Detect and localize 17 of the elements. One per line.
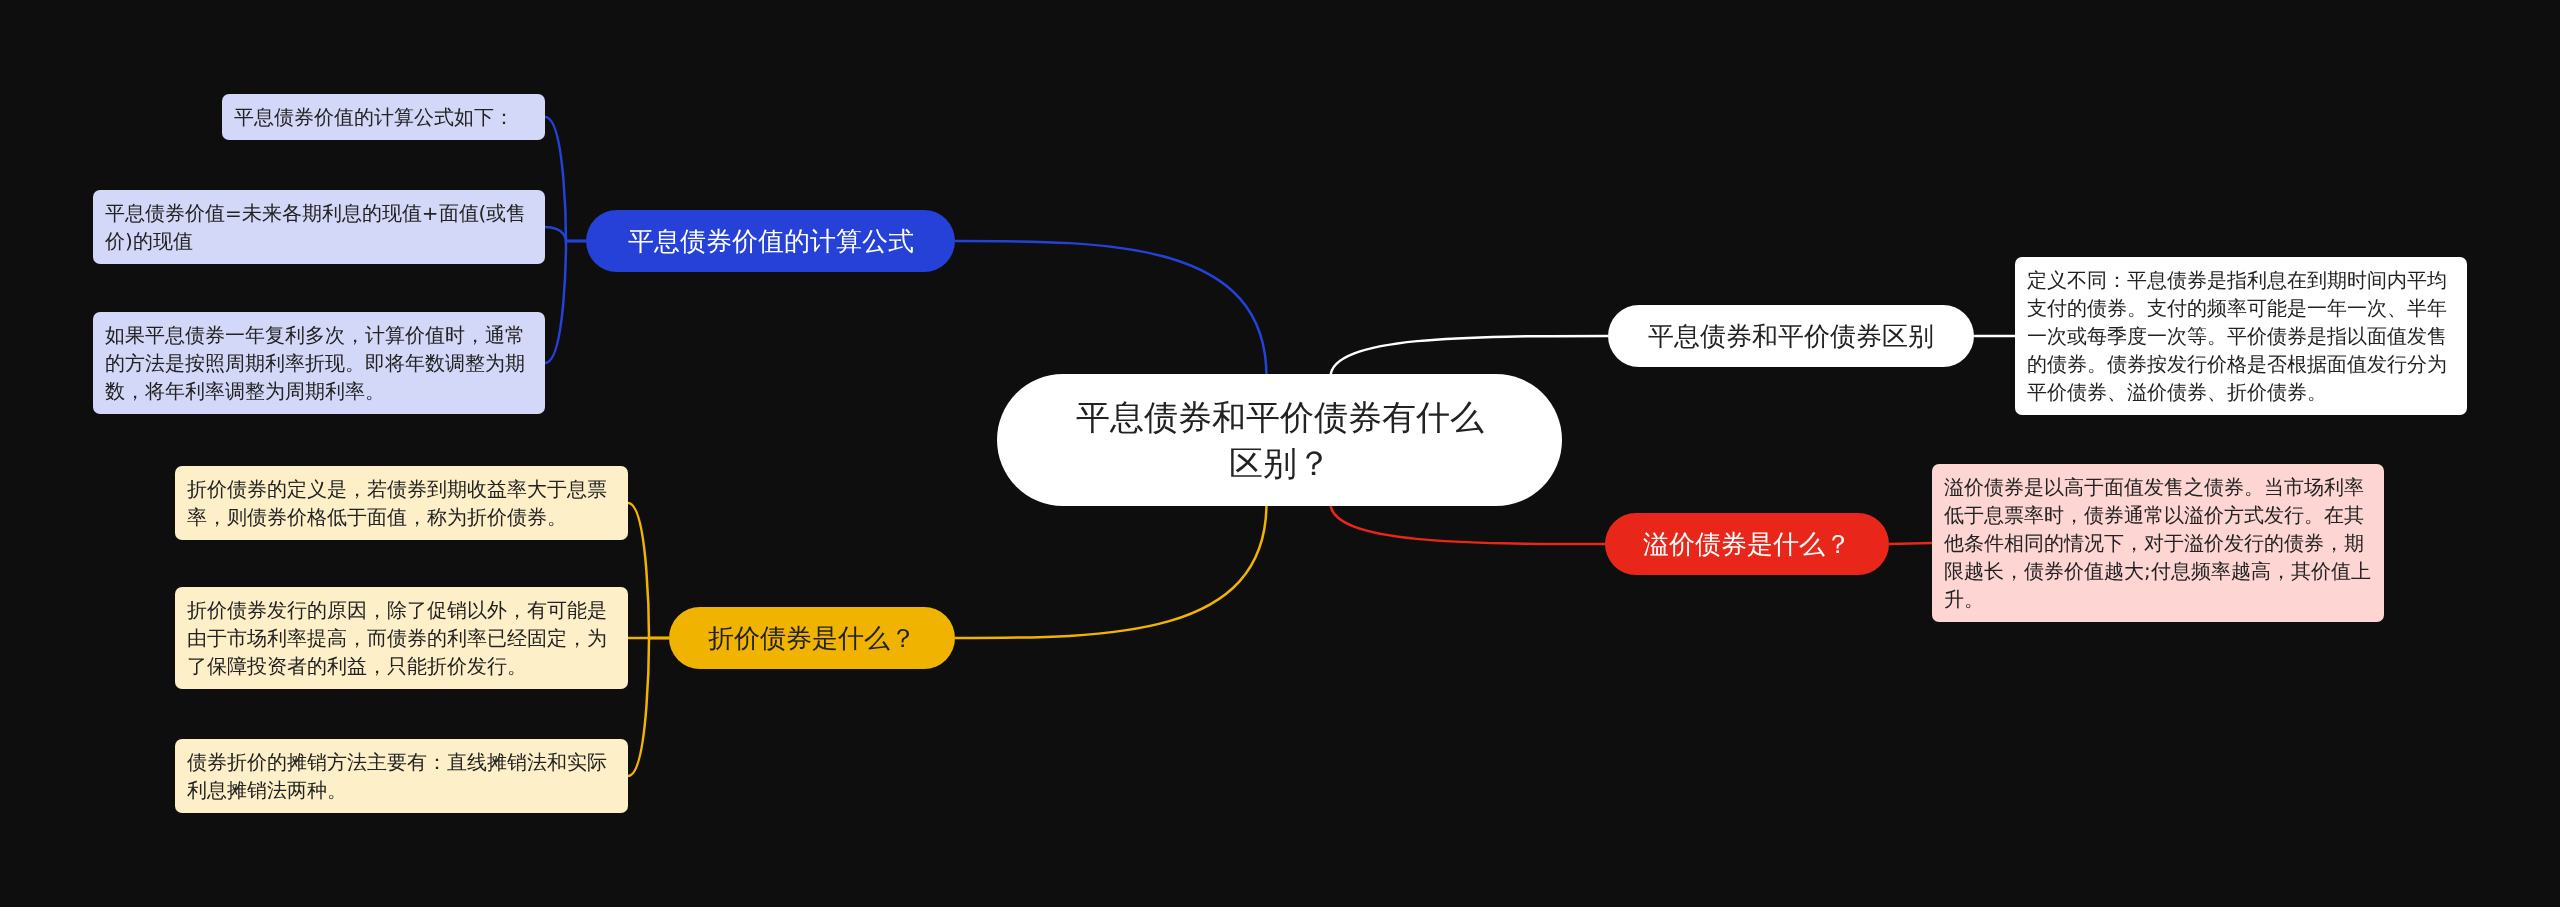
note-box: 溢价债券是以高于面值发售之债券。当市场利率低于息票率时，债券通常以溢价方式发行。在其他条件相同的情况下，对于溢价发行的债券，期限越长，债券价值越大;付息频率越高，其价值上升。 bbox=[1932, 464, 2384, 622]
branch-bubble: 折价债券是什么？ bbox=[669, 607, 955, 669]
note-box: 定义不同：平息债券是指利息在到期时间内平均支付的债券。支付的频率可能是一年一次、半年一次或每季度一次等。平价债券是指以面值发售的债券。债券按发行价格是否根据面值发行分为平价债券、溢价债券、折价债券。 bbox=[2015, 257, 2467, 415]
connector-line bbox=[627, 636, 669, 778]
connector-line bbox=[1974, 334, 2015, 338]
note-box: 折价债券发行的原因，除了促销以外，有可能是由于市场利率提高，而债券的利率已经固定，为了保障投资者的利益，只能折价发行。 bbox=[175, 587, 628, 689]
note-box: 折价债券的定义是，若债券到期收益率大于息票率，则债券价格低于面值，称为折价债券。 bbox=[175, 466, 628, 540]
connector-line bbox=[1888, 541, 1933, 546]
connector-line bbox=[544, 239, 586, 365]
branch-bubble: 溢价债券是什么？ bbox=[1605, 513, 1889, 575]
note-box: 债券折价的摊销方法主要有：直线摊销法和实际利息摊销法两种。 bbox=[175, 739, 628, 813]
branch-bubble: 平息债券和平价债券区别 bbox=[1608, 305, 1974, 367]
note-box: 平息债券价值=未来各期利息的现值+面值(或售价)的现值 bbox=[93, 190, 545, 264]
note-box: 平息债券价值的计算公式如下： bbox=[222, 94, 545, 140]
note-box: 如果平息债券一年复利多次，计算价值时，通常的方法是按照周期利率折现。即将年数调整为期数，将年利率调整为周期利率。 bbox=[93, 312, 545, 414]
topic-bubble: 平息债券和平价债券有什么区别？ bbox=[997, 374, 1562, 506]
branch-bubble: 平息债券价值的计算公式 bbox=[586, 210, 955, 272]
